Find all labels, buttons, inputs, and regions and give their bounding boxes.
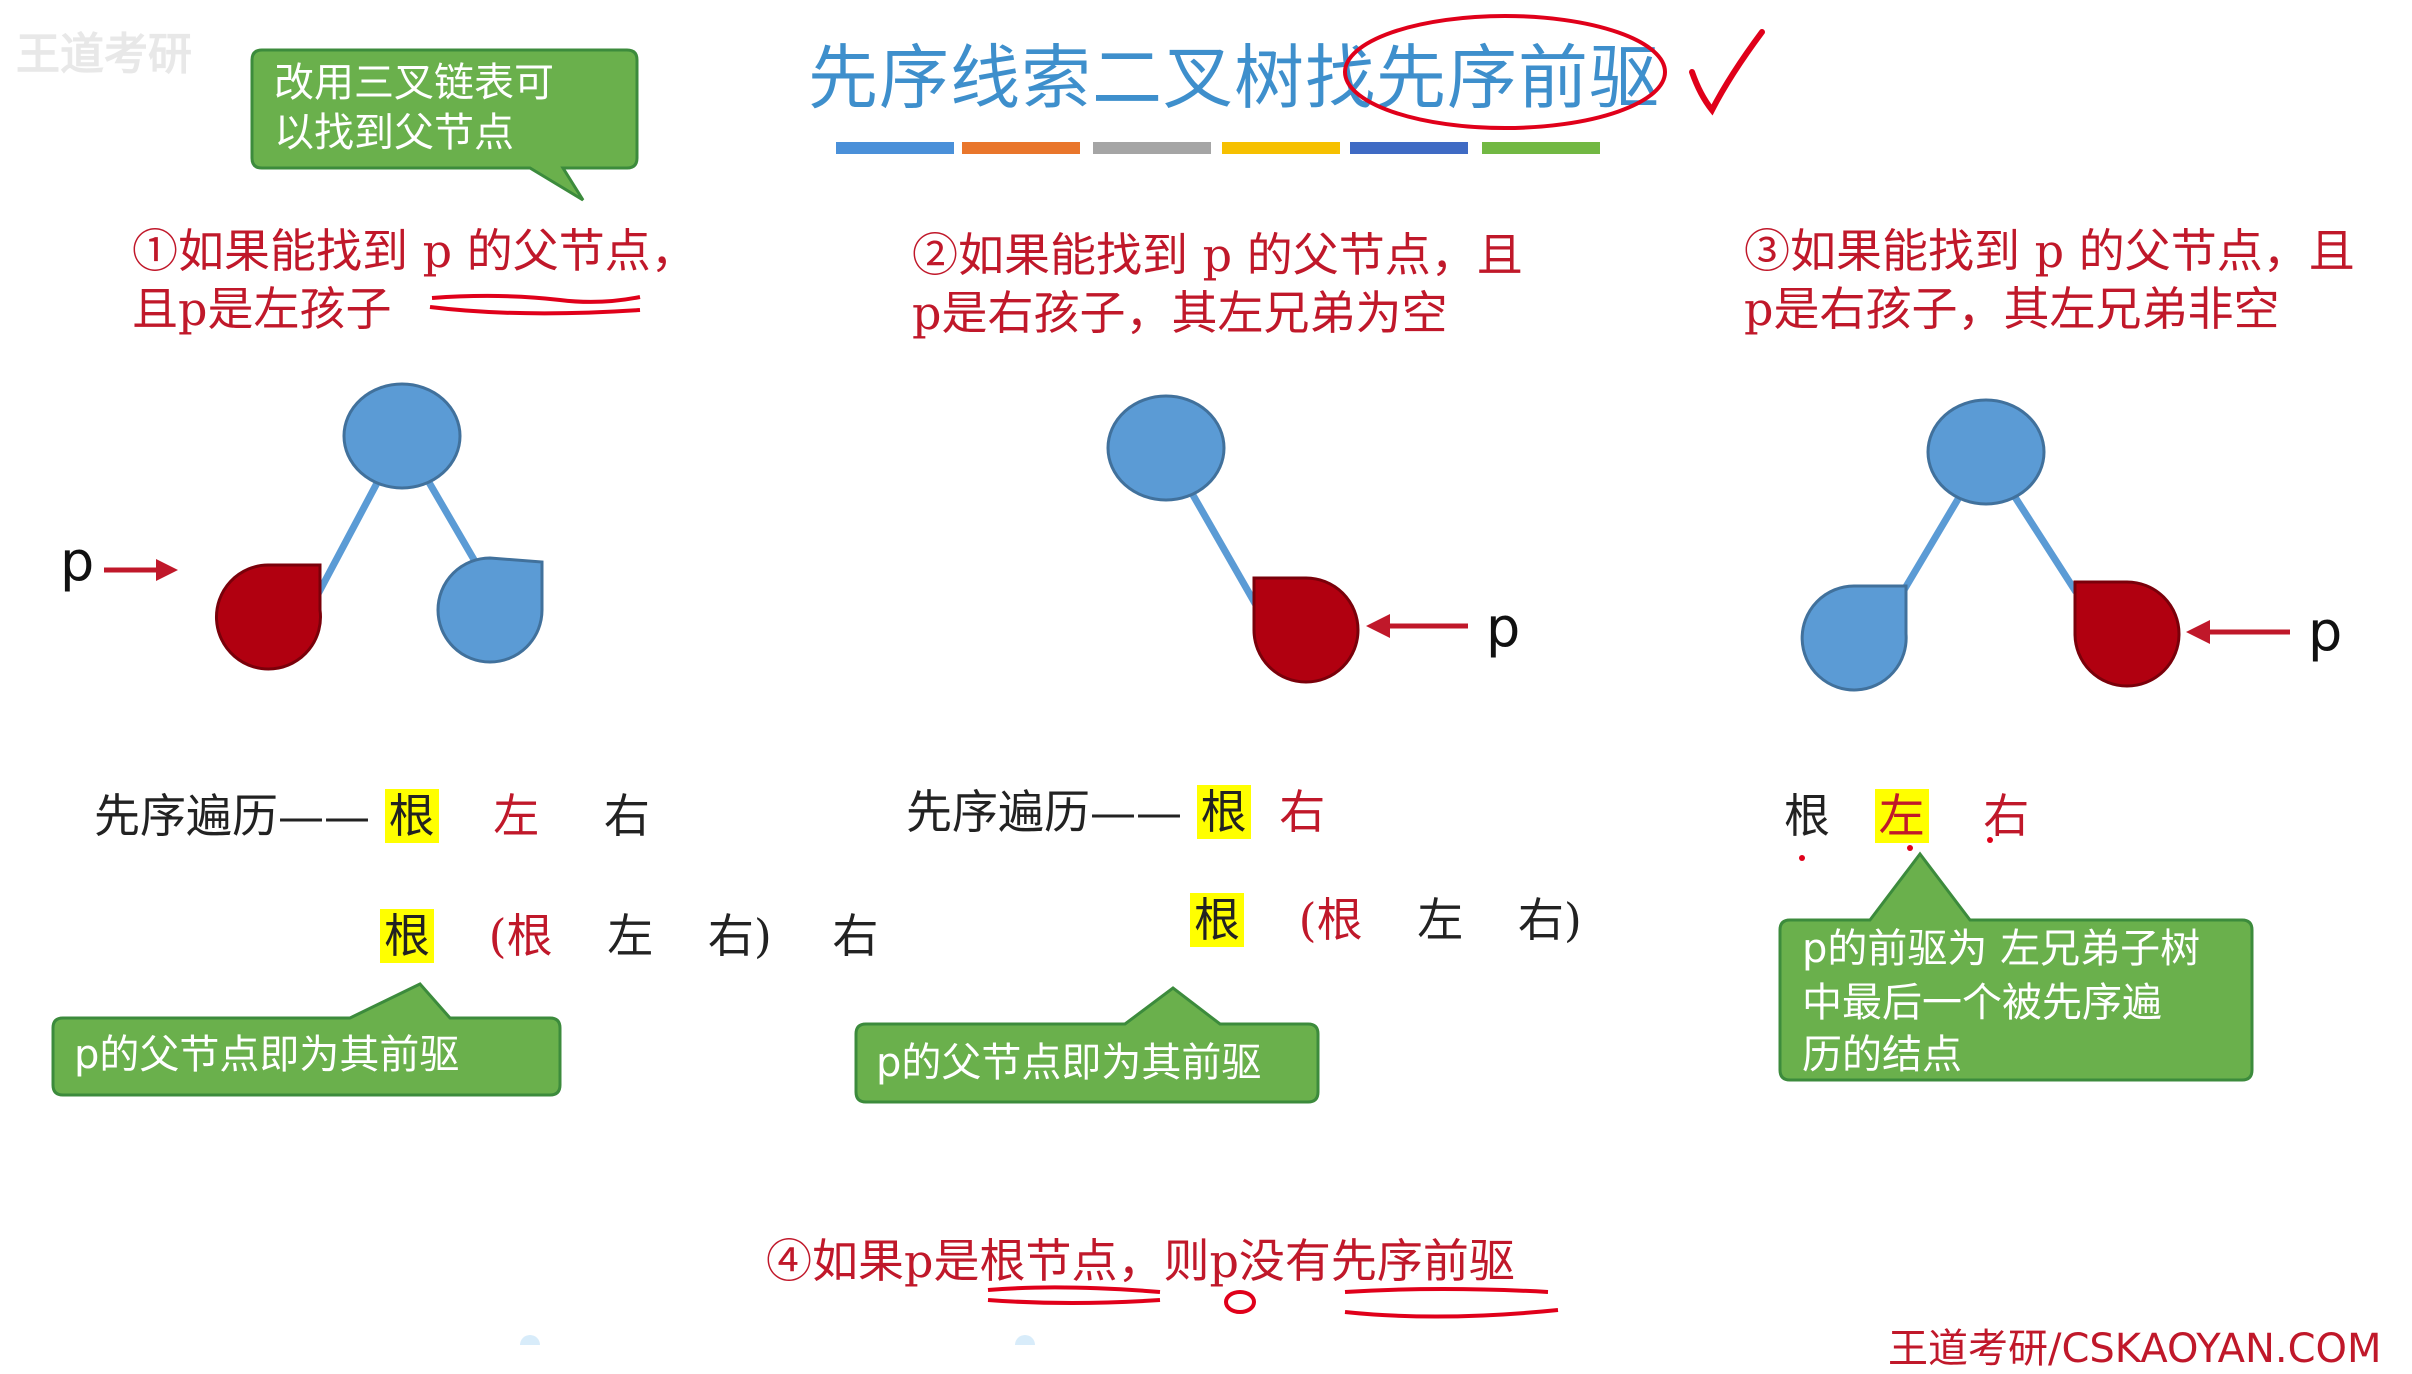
case1-seq2-right-close: 右) (707, 909, 772, 963)
tree1-left-node-p (215, 563, 322, 671)
tree2-root-node (1106, 394, 1226, 502)
case3-callout-bubble (1778, 851, 2254, 1082)
title-stripe-6 (1482, 142, 1600, 154)
case2-callout-text: p的父节点即为其前驱 (876, 1040, 1262, 1086)
annotation-underline-case4-a (987, 1285, 1161, 1294)
case1-seq1-prefix: 先序遍历—— (94, 789, 370, 843)
tree3-root-node (1926, 398, 2046, 506)
title-stripe-3 (1093, 142, 1211, 154)
diagram-graphics (51, 14, 2290, 1345)
case1-seq1-root: 根 (384, 789, 439, 843)
tree3-arrow-icon (2186, 620, 2210, 644)
case1-callout-text: p的父节点即为其前驱 (74, 1032, 460, 1078)
case1-seq2-subroot: (根 (488, 909, 553, 963)
title-stripe-2 (962, 142, 1080, 154)
case2-heading-line1: ②如果能找到 p 的父节点，且 (912, 228, 1523, 282)
title-stripe-4 (1222, 142, 1340, 154)
top-callout-bubble (250, 48, 639, 202)
case3-seq1-left: 左 (1874, 789, 1929, 843)
case1-seq1-right: 右 (603, 789, 650, 843)
case2-p-label: p (1486, 596, 1521, 659)
case1-seq2: 根 (根 左 右) 右 (380, 900, 878, 966)
case3-callout-line2: 中最后一个被先序遍 (1802, 980, 2162, 1026)
case1-callout-bubble (51, 982, 562, 1097)
footer-brand: 王道考研/CSKAOYAN.COM (1888, 1326, 2382, 1372)
checkmark-icon (1689, 29, 1765, 116)
case2-seq1-right: 右 (1279, 785, 1326, 839)
annotation-circle-title (1343, 14, 1667, 130)
case2-seq2-right-close: 右) (1517, 893, 1582, 947)
case1-seq2-left: 左 (607, 909, 654, 963)
case3-heading-line2: p是右孩子，其左兄弟非空 (1744, 282, 2280, 336)
case2-seq2-subroot: (根 (1298, 893, 1363, 947)
case2-seq2-left: 左 (1417, 893, 1464, 947)
case2-seq2: 根 (根 左 右) (1190, 884, 1582, 950)
case1-seq1: 先序遍历—— 根 左 右 (94, 780, 650, 846)
page-title: 先序线索二叉树找先序前驱 (808, 37, 1660, 119)
case3-p-label: p (2308, 600, 2343, 663)
case2-callout-bubble (854, 986, 1320, 1104)
tree1-arrow-icon (156, 559, 178, 581)
tree1-root-node (342, 382, 462, 490)
case3-heading-line1: ③如果能找到 p 的父节点，且 (1744, 224, 2355, 278)
watermark-logo: 王道考研 (16, 29, 192, 80)
case1-heading-line2: 且p是左孩子 (132, 282, 392, 336)
case1-seq2-right: 右 (832, 909, 879, 963)
title-stripe-5 (1350, 142, 1468, 154)
top-callout-line1: 改用三叉链表可 (274, 60, 554, 106)
case1-seq1-left: 左 (493, 789, 540, 843)
case1-heading-line1: ①如果能找到 p 的父节点， (132, 224, 697, 278)
case3-callout-line1: p的前驱为 左兄弟子树 (1802, 926, 2201, 972)
tree2-right-node-p (1252, 576, 1360, 684)
case3-seq1-root: 根 (1784, 789, 1830, 843)
case4-statement: ④如果p是根节点，则p没有先序前驱 (766, 1234, 1515, 1288)
annotation-underline-case4-b (1344, 1287, 1549, 1294)
case1-p-label: p (60, 530, 95, 593)
tree3-right-node-p (2073, 580, 2181, 688)
tree3-left-node (1800, 584, 1908, 692)
case3-seq1-right: 右 (1983, 789, 2030, 843)
case1-seq2-root: 根 (380, 909, 434, 963)
case2-seq1-prefix: 先序遍历—— (906, 785, 1182, 839)
tree2-arrow-icon (1366, 614, 1390, 638)
case3-callout-line3: 历的结点 (1802, 1032, 1962, 1078)
case3-seq1: 根 左 右 (1784, 780, 2029, 846)
top-callout-line2: 以找到父节点 (274, 110, 514, 156)
tree1-right-node (436, 556, 544, 664)
case2-heading-line2: p是右孩子，其左兄弟为空 (912, 286, 1448, 340)
case2-seq1: 先序遍历—— 根 右 (906, 776, 1325, 842)
case2-seq1-root: 根 (1196, 785, 1251, 839)
title-stripe-1 (836, 142, 954, 154)
annotation-underline-case1 (431, 293, 641, 304)
case2-seq2-root: 根 (1190, 893, 1244, 947)
